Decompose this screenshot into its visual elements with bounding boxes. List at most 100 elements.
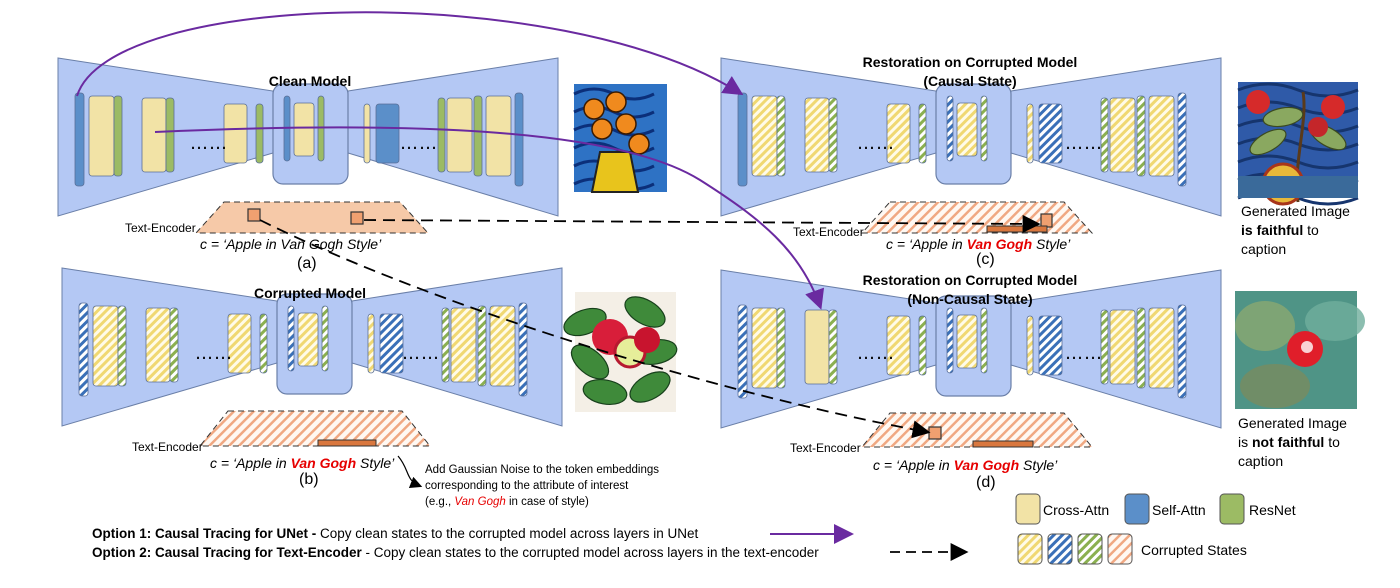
corrupted-cross-attn-block <box>1026 103 1034 164</box>
self-attn-block <box>375 103 400 164</box>
cross-attn-block <box>446 97 473 173</box>
text-encoder-label: Text-Encoder <box>125 221 196 235</box>
noise-note-line: Add Gaussian Noise to the token embeddin… <box>425 464 659 476</box>
corrupted-resnet-block <box>980 307 988 374</box>
corrupted-cross-attn-block <box>886 103 911 164</box>
corrupted-resnet-block <box>828 309 838 385</box>
image-blob <box>1305 301 1365 341</box>
corrupted-self-attn-block <box>1038 103 1063 164</box>
corrupted-resnet-block <box>918 103 927 164</box>
legend-self-attn-label: Self-Attn <box>1152 502 1206 518</box>
corrupted-cross-attn-block <box>92 305 119 387</box>
corrupted-cross-attn-block <box>297 312 319 367</box>
cross-attn-block <box>804 309 830 385</box>
layer-ellipsis: …… <box>402 343 440 364</box>
clean-token <box>350 211 364 225</box>
cross-attn-block <box>363 103 371 164</box>
text-encoder-label: Text-Encoder <box>793 225 864 239</box>
caption-c: c = ‘Apple in Van Gogh Style’ <box>886 236 1071 252</box>
corrupted-cross-attn-block <box>751 95 778 177</box>
corrupted-self-attn-block <box>518 302 528 397</box>
corrupted-cross-attn-block <box>1109 309 1136 385</box>
text-encoder-trace-arrow-2 <box>259 219 931 439</box>
causal-title-line2: (Causal State) <box>923 73 1017 89</box>
layer-ellipsis: …… <box>857 133 895 154</box>
image-blob <box>1240 364 1310 408</box>
layer-ellipsis: …… <box>1065 133 1103 154</box>
corrupted-self-attn-block <box>946 307 954 374</box>
noisy-token-bar <box>317 439 377 447</box>
image-vase <box>590 151 640 193</box>
text-encoder-label: Text-Encoder <box>790 441 861 455</box>
noise-note-arrow <box>397 455 423 488</box>
image-apple <box>1308 117 1328 137</box>
image-apple <box>1246 90 1270 114</box>
panel-label-a: (a) <box>297 255 317 272</box>
image-leaf <box>624 296 666 328</box>
legend-self-attn-swatch <box>1124 493 1150 525</box>
corrupted-cross-attn-block <box>751 307 778 389</box>
self-attn-block <box>74 92 85 187</box>
noncausal-title-line1: Restoration on Corrupted Model <box>862 272 1078 288</box>
cross-attn-block <box>88 95 115 177</box>
legend-corrupted-swatch <box>1077 533 1103 565</box>
cross-attn-block <box>141 97 167 173</box>
panel-label-d: (d) <box>976 474 996 491</box>
layer-ellipsis: …… <box>190 133 228 154</box>
restored-token <box>1040 213 1053 228</box>
corrupted-self-attn-block <box>1038 315 1063 376</box>
text-encoder-causal <box>860 201 1094 234</box>
corrupted-resnet-block <box>828 97 838 173</box>
image-swirl <box>1237 118 1359 134</box>
noisy-token-bar <box>972 440 1034 448</box>
corrupted-cross-attn-block <box>1026 315 1034 376</box>
legend-corrupted-label: Corrupted States <box>1141 542 1247 558</box>
corrupted-resnet-block <box>117 305 127 387</box>
unet <box>720 57 1222 217</box>
legend-corrupted-swatch <box>1017 533 1043 565</box>
corrupted-model-title: Corrupted Model <box>254 285 366 301</box>
corrupted-self-attn-block <box>737 304 748 399</box>
image-flower <box>615 113 637 135</box>
cross-attn-block <box>485 95 512 177</box>
corrupted-cross-attn-block <box>1148 95 1175 177</box>
corrupted-resnet-block <box>1136 95 1146 177</box>
cross-attn-block <box>293 102 315 157</box>
self-attn-block <box>514 92 524 187</box>
self-attn-block <box>737 92 748 187</box>
corrupted-self-attn-block <box>287 305 295 372</box>
caption-b: c = ‘Apple in Van Gogh Style’ <box>210 455 395 471</box>
legend-cross-attn-swatch <box>1015 493 1041 525</box>
image-leaf <box>1249 128 1287 156</box>
corrupted-cross-attn-block <box>1109 97 1136 173</box>
corrupted-cross-attn-block <box>145 307 171 383</box>
corrupted-self-attn-block <box>1177 304 1187 399</box>
layer-ellipsis: …… <box>400 133 438 154</box>
legend-cross-attn-label: Cross-Attn <box>1043 502 1110 518</box>
panel-label-b: (b) <box>299 471 319 488</box>
text-encoder-clean <box>194 201 430 234</box>
image-swirl <box>1237 82 1359 98</box>
unet-trace-arrow-1 <box>76 11 744 97</box>
corrupted-cross-attn-block <box>804 97 830 173</box>
legend-resnet-swatch <box>1219 493 1245 525</box>
image-flower <box>591 118 613 140</box>
corrupted-resnet-block <box>776 307 786 389</box>
image-highlight <box>1301 341 1313 353</box>
option-1-text: Option 1: Causal Tracing for UNet - Copy… <box>92 526 699 541</box>
corrupted-self-attn-block <box>379 313 404 374</box>
image-flower <box>628 133 650 155</box>
source-image-van-gogh <box>573 84 667 193</box>
generated-image-faithful <box>1237 82 1359 206</box>
corrupted-cross-attn-block <box>1148 307 1175 389</box>
resnet-block <box>113 95 123 177</box>
corrupted-resnet-block <box>441 307 450 383</box>
text-encoder-trace-arrow-1 <box>363 214 1041 233</box>
image-blob <box>1235 301 1295 351</box>
cross-attn-block <box>223 103 248 164</box>
legend-resnet-label: ResNet <box>1249 502 1296 518</box>
unet <box>720 269 1222 429</box>
noncausal-title-line2: (Non-Causal State) <box>907 291 1033 307</box>
image-apple <box>1321 95 1345 119</box>
